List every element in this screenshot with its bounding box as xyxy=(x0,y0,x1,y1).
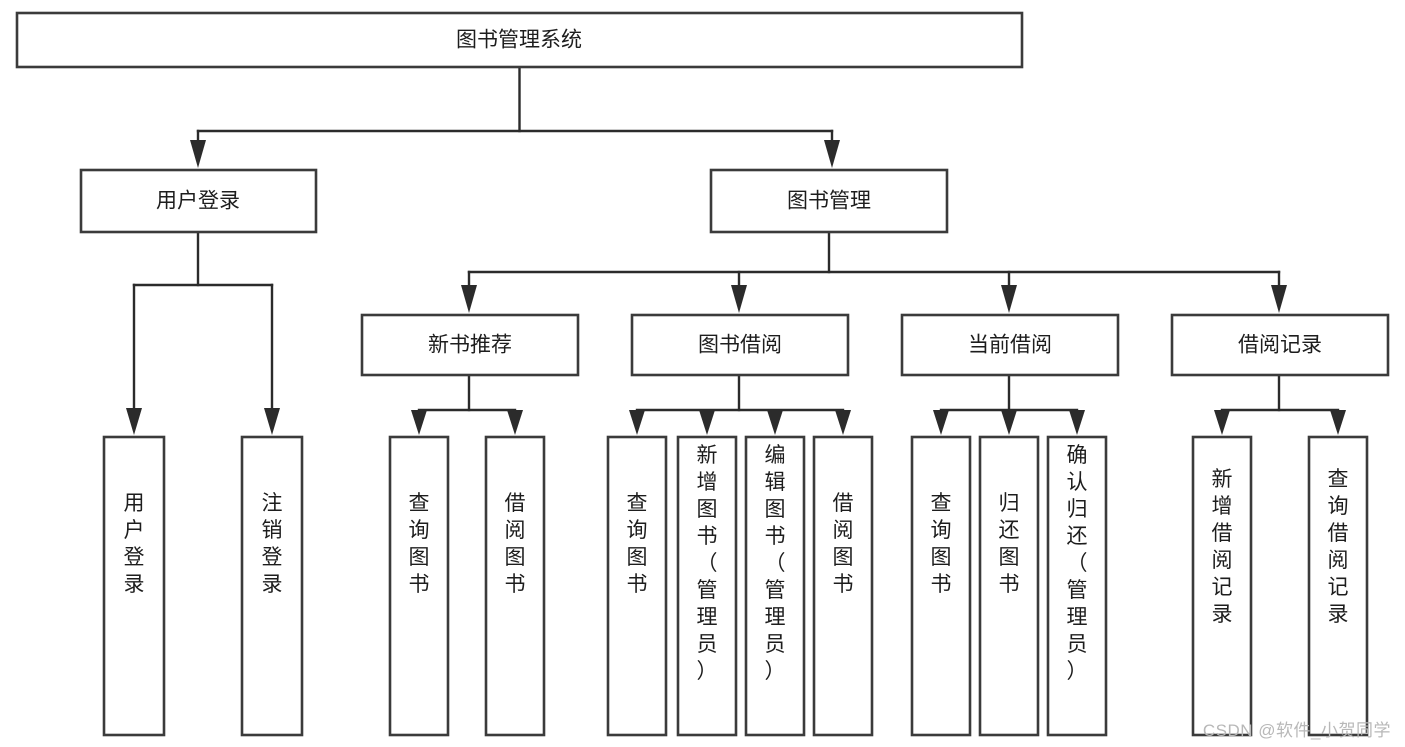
leaf-node-bb-borrow-book[interactable]: 借阅图书 xyxy=(812,435,874,737)
node-borrow-record-label: 借阅记录 xyxy=(1238,334,1322,357)
leaf-node-bb-query-book-label: 查询图书 xyxy=(627,492,648,596)
node-new-book-recommend[interactable]: 新书推荐 xyxy=(360,313,580,377)
leaf-nodes: 用户登录 注销登录 查询图书 借阅图书 查询图书 新 xyxy=(102,435,1369,737)
arrow-head-new-book xyxy=(461,285,477,313)
leaf-node-bb-add-book-box[interactable] xyxy=(676,435,738,737)
leaf-node-bb-query-book[interactable]: 查询图书 xyxy=(606,435,668,737)
node-borrow-record[interactable]: 借阅记录 xyxy=(1170,313,1390,377)
leaf-node-bb-edit-book-label: 编辑图书（管理员） xyxy=(765,444,786,683)
arrow-head-book-mgmt xyxy=(824,140,840,168)
arrow-head-borrow-record xyxy=(1271,285,1287,313)
leaf-node-br-add-record-box[interactable] xyxy=(1191,435,1253,737)
leaf-node-user-login-label: 用户登录 xyxy=(124,492,145,596)
node-user-login[interactable]: 用户登录 xyxy=(79,168,318,234)
node-book-borrow-label: 图书借阅 xyxy=(698,334,782,357)
leaf-node-bb-query-book-box[interactable] xyxy=(606,435,668,737)
node-book-management-label: 图书管理 xyxy=(787,190,871,213)
leaf-node-cb-confirm-return-box[interactable] xyxy=(1046,435,1108,737)
leaf-node-bb-add-book[interactable]: 新增图书（管理员） xyxy=(676,435,738,737)
leaf-node-br-query-record-box[interactable] xyxy=(1307,435,1369,737)
leaf-node-cb-return-book-box[interactable] xyxy=(978,435,1040,737)
leaf-node-nbr-query-book[interactable]: 查询图书 xyxy=(388,435,450,737)
leaf-node-cb-confirm-return-label: 确认归还（管理员） xyxy=(1067,444,1088,683)
arrow-head-book-borrow xyxy=(731,285,747,313)
leaf-node-nbr-query-book-box[interactable] xyxy=(388,435,450,737)
leaf-node-nbr-query-book-label: 查询图书 xyxy=(409,492,430,596)
leaf-node-cb-query-book-label: 查询图书 xyxy=(931,492,952,596)
arrow-head-bb-leaf-3 xyxy=(767,410,783,435)
arrow-head-cb-leaf-1 xyxy=(933,410,949,435)
leaf-node-logout-box[interactable] xyxy=(240,435,304,737)
arrow-head-current-borrow xyxy=(1001,285,1017,313)
arrow-head-leaf-logout xyxy=(264,408,280,435)
leaf-node-cb-query-book[interactable]: 查询图书 xyxy=(910,435,972,737)
arrow-head-bb-leaf-2 xyxy=(699,410,715,435)
leaf-node-bb-edit-book[interactable]: 编辑图书（管理员） xyxy=(744,435,806,737)
arrow-head-cb-leaf-3 xyxy=(1069,410,1085,435)
node-book-management[interactable]: 图书管理 xyxy=(709,168,949,234)
arrow-head-cb-leaf-2 xyxy=(1001,410,1017,435)
node-root-box[interactable] xyxy=(15,11,1024,69)
leaf-node-bb-add-book-label: 新增图书（管理员） xyxy=(697,444,718,683)
node-root[interactable]: 图书管理系统 xyxy=(15,11,1024,69)
leaf-node-user-login-box[interactable] xyxy=(102,435,166,737)
leaf-node-cb-query-book-box[interactable] xyxy=(910,435,972,737)
leaf-node-user-login[interactable]: 用户登录 xyxy=(102,435,166,737)
leaf-node-cb-return-book[interactable]: 归还图书 xyxy=(978,435,1040,737)
node-current-borrow[interactable]: 当前借阅 xyxy=(900,313,1120,377)
arrow-head-user-login xyxy=(190,140,206,168)
leaf-node-nbr-borrow-book-box[interactable] xyxy=(484,435,546,737)
leaf-node-logout[interactable]: 注销登录 xyxy=(240,435,304,737)
leaf-node-cb-confirm-return[interactable]: 确认归还（管理员） xyxy=(1046,435,1108,737)
node-book-borrow[interactable]: 图书借阅 xyxy=(630,313,850,377)
leaf-node-logout-label: 注销登录 xyxy=(262,492,283,596)
leaf-node-bb-borrow-book-box[interactable] xyxy=(812,435,874,737)
node-new-book-recommend-label: 新书推荐 xyxy=(428,334,512,357)
leaf-node-nbr-borrow-book[interactable]: 借阅图书 xyxy=(484,435,546,737)
node-new-book-recommend-box[interactable] xyxy=(360,313,580,377)
connectors xyxy=(126,65,1346,435)
node-user-login-label: 用户登录 xyxy=(156,190,240,213)
leaf-node-nbr-borrow-book-label: 借阅图书 xyxy=(505,492,526,596)
arrow-head-leaf-user-login xyxy=(126,408,142,435)
node-book-management-box[interactable] xyxy=(709,168,949,234)
node-borrow-record-box[interactable] xyxy=(1170,313,1390,377)
arrow-head-br-leaf-2 xyxy=(1330,410,1346,435)
node-book-borrow-box[interactable] xyxy=(630,313,850,377)
leaf-node-br-query-record[interactable]: 查询借阅记录 xyxy=(1307,435,1369,737)
arrow-head-nbr-leaf-1 xyxy=(411,410,427,435)
leaf-node-br-add-record[interactable]: 新增借阅记录 xyxy=(1191,435,1253,737)
csdn-watermark: CSDN @软件_小贺同学 xyxy=(1202,721,1391,740)
node-current-borrow-label: 当前借阅 xyxy=(968,334,1052,357)
arrow-head-bb-leaf-4 xyxy=(835,410,851,435)
leaf-node-cb-return-book-label: 归还图书 xyxy=(999,492,1020,596)
arrow-head-br-leaf-1 xyxy=(1214,410,1230,435)
leaf-node-br-query-record-label: 查询借阅记录 xyxy=(1328,468,1349,626)
arrow-head-nbr-leaf-2 xyxy=(507,410,523,435)
arrow-head-bb-leaf-1 xyxy=(629,410,645,435)
node-user-login-box[interactable] xyxy=(79,168,318,234)
leaf-node-bb-edit-book-box[interactable] xyxy=(744,435,806,737)
node-current-borrow-box[interactable] xyxy=(900,313,1120,377)
leaf-node-br-add-record-label: 新增借阅记录 xyxy=(1212,468,1233,626)
node-root-label: 图书管理系统 xyxy=(456,29,582,52)
leaf-node-bb-borrow-book-label: 借阅图书 xyxy=(833,492,854,596)
